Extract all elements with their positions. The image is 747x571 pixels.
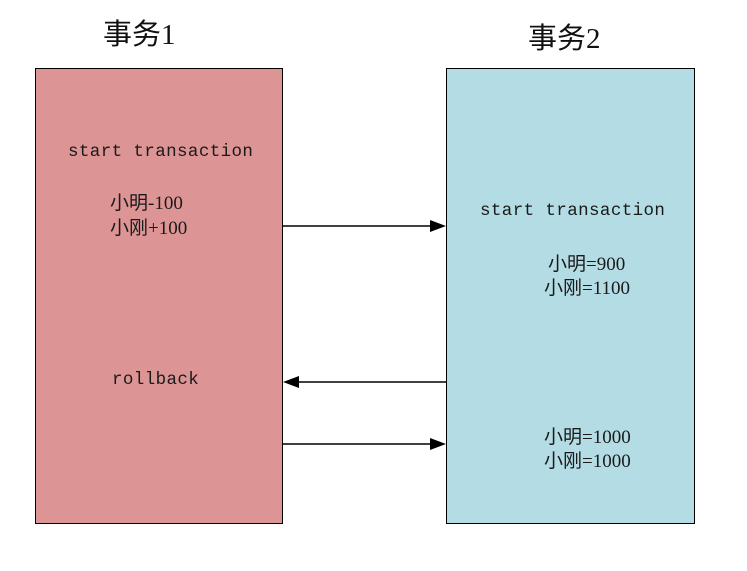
transaction1-rollback-label: rollback [112, 370, 200, 390]
arrow-tx1-to-tx2-first-read [283, 220, 446, 232]
arrow-head-left-icon [283, 376, 299, 388]
transaction2-second-read-xiaogang-label: 小刚=1000 [544, 451, 631, 472]
transaction1-debit-label: 小明-100 [110, 193, 183, 214]
transaction2-start-label: start transaction [480, 201, 666, 221]
transaction2-box [446, 68, 695, 524]
arrow-head-right-icon [430, 438, 446, 450]
transaction1-credit-label: 小刚+100 [110, 218, 188, 239]
transaction2-title: 事务2 [528, 23, 601, 55]
transaction1-box [35, 68, 283, 524]
transaction2-first-read-xiaoming-label: 小明=900 [548, 254, 626, 275]
transaction1-title: 事务1 [103, 19, 176, 51]
arrow-head-right-icon [430, 220, 446, 232]
arrow-tx2-to-tx1-rollback [283, 376, 446, 388]
transaction2-second-read-xiaoming-label: 小明=1000 [544, 427, 631, 448]
transaction2-first-read-xiaogang-label: 小刚=1100 [544, 278, 631, 299]
arrow-tx1-to-tx2-second-read [283, 438, 446, 450]
transaction1-start-label: start transaction [68, 142, 254, 162]
